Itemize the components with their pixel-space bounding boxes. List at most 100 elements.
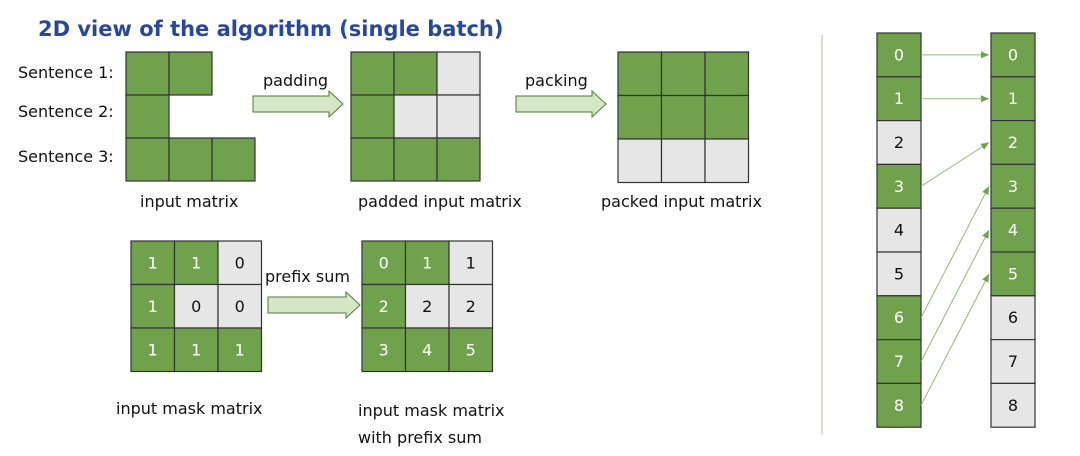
prefix-matrix-cell-value: 5 xyxy=(466,340,476,359)
prefix-matrix-cell xyxy=(361,283,407,329)
mask-matrix-cell-value: 0 xyxy=(235,253,245,272)
mapping-arrowhead xyxy=(981,51,989,59)
mask-matrix-cell xyxy=(173,240,219,286)
packed-matrix-cell xyxy=(660,138,706,184)
padded-matrix-cell xyxy=(393,137,438,182)
left-column-cell xyxy=(876,382,922,428)
mask-matrix-cell-value: 1 xyxy=(235,340,245,359)
mask-matrix-cell-value: 1 xyxy=(148,297,158,316)
padded-matrix-caption: padded input matrix xyxy=(358,192,522,211)
right-column-cell-value: 6 xyxy=(1008,308,1018,327)
packing-arrow xyxy=(515,89,607,119)
left-column-cell-value: 2 xyxy=(894,133,904,152)
prefix-matrix-cell xyxy=(404,327,450,373)
mask-matrix-cell-value: 1 xyxy=(148,340,158,359)
prefix-matrix-cell xyxy=(404,240,450,286)
prefix-matrix-cell xyxy=(361,327,407,373)
padded-matrix-cell xyxy=(350,51,395,96)
prefix-matrix-cell-value: 0 xyxy=(379,253,389,272)
prefix-matrix-caption-line2: with prefix sum xyxy=(358,428,482,447)
right-column-cell xyxy=(990,163,1036,209)
input-matrix-cell xyxy=(168,137,213,182)
packed-matrix-cell xyxy=(704,94,750,140)
packed-matrix-cell xyxy=(704,138,750,184)
prefix-matrix-cell xyxy=(448,240,494,286)
input-matrix-cell xyxy=(211,137,256,182)
prefix-sum-label: prefix sum xyxy=(265,267,350,286)
packed-matrix-cell xyxy=(660,51,706,97)
right-column-cell xyxy=(990,251,1036,297)
prefix-sum-arrow xyxy=(267,290,361,320)
prefix-matrix-cell-value: 3 xyxy=(379,340,389,359)
left-column-cell-value: 7 xyxy=(894,352,904,371)
prefix-matrix-cell-value: 1 xyxy=(466,253,476,272)
right-column-cell-value: 7 xyxy=(1008,352,1018,371)
mapping-arrow xyxy=(920,186,990,318)
packed-matrix-cell xyxy=(617,51,663,97)
padded-matrix-cell xyxy=(436,94,481,139)
padded-matrix-cell xyxy=(393,94,438,139)
prefix-matrix-cell xyxy=(448,327,494,373)
prefix-matrix-cell-value: 2 xyxy=(379,297,389,316)
left-column-cell-value: 4 xyxy=(894,221,904,240)
right-column-cell-value: 0 xyxy=(1008,45,1018,64)
prefix-matrix-cell-value: 1 xyxy=(422,253,432,272)
prefix-matrix-cell-value: 4 xyxy=(422,340,432,359)
sentence-2-label: Sentence 2: xyxy=(18,102,114,121)
mapping-arrow xyxy=(920,142,990,187)
padded-matrix-cell xyxy=(350,94,395,139)
diagram-title: 2D view of the algorithm (single batch) xyxy=(38,17,503,41)
padding-label: padding xyxy=(263,71,328,90)
prefix-matrix-caption-line1: input mask matrix xyxy=(358,401,504,420)
input-matrix-cell xyxy=(125,51,170,96)
prefix-matrix-cell xyxy=(404,283,450,329)
left-column-cell xyxy=(876,32,922,78)
mask-matrix-cell xyxy=(217,327,263,373)
right-column-cell xyxy=(990,76,1036,122)
sentence-1-label: Sentence 1: xyxy=(18,63,114,82)
mapping-arrowhead xyxy=(982,230,989,239)
padded-matrix-cell xyxy=(436,137,481,182)
input-matrix-cell xyxy=(125,137,170,182)
input-matrix-caption: input matrix xyxy=(140,192,238,211)
packed-matrix-cell xyxy=(704,51,750,97)
right-column-cell xyxy=(990,119,1036,165)
left-column-cell-value: 3 xyxy=(894,177,904,196)
right-column-cell xyxy=(990,382,1036,428)
mapping-arrow xyxy=(920,229,990,362)
left-column-cell xyxy=(876,339,922,385)
padded-matrix-cell xyxy=(350,137,395,182)
mask-matrix-caption: input mask matrix xyxy=(116,399,262,418)
packing-label: packing xyxy=(525,71,588,90)
right-column-cell-value: 2 xyxy=(1008,133,1018,152)
mask-matrix-cell-value: 1 xyxy=(191,340,201,359)
mask-matrix-cell xyxy=(217,283,263,329)
packed-matrix-cell xyxy=(617,138,663,184)
left-column-cell-value: 8 xyxy=(894,396,904,415)
input-matrix-cell xyxy=(125,94,170,139)
mapping-arrowhead xyxy=(982,186,989,196)
mask-matrix-cell-value: 1 xyxy=(191,253,201,272)
prefix-matrix-cell xyxy=(448,283,494,329)
prefix-matrix-cell-value: 2 xyxy=(466,297,476,316)
packed-matrix-cell xyxy=(617,94,663,140)
prefix-matrix-cell-value: 2 xyxy=(422,297,432,316)
padded-matrix-cell xyxy=(393,51,438,96)
right-column-cell-value: 4 xyxy=(1008,221,1018,240)
packed-matrix-cell xyxy=(660,94,706,140)
left-column-cell-value: 1 xyxy=(894,89,904,108)
right-column-cell-value: 3 xyxy=(1008,177,1018,196)
padding-arrow xyxy=(252,89,344,119)
mapping-arrowhead xyxy=(981,95,989,103)
left-column-cell-value: 0 xyxy=(894,45,904,64)
mask-matrix-cell-value: 0 xyxy=(191,297,201,316)
right-column-cell-value: 8 xyxy=(1008,396,1018,415)
sentence-3-label: Sentence 3: xyxy=(18,147,114,166)
right-column-cell-value: 1 xyxy=(1008,89,1018,108)
mapping-arrowhead xyxy=(982,273,989,283)
right-column-cell xyxy=(990,207,1036,253)
mask-matrix-cell-value: 0 xyxy=(235,297,245,316)
